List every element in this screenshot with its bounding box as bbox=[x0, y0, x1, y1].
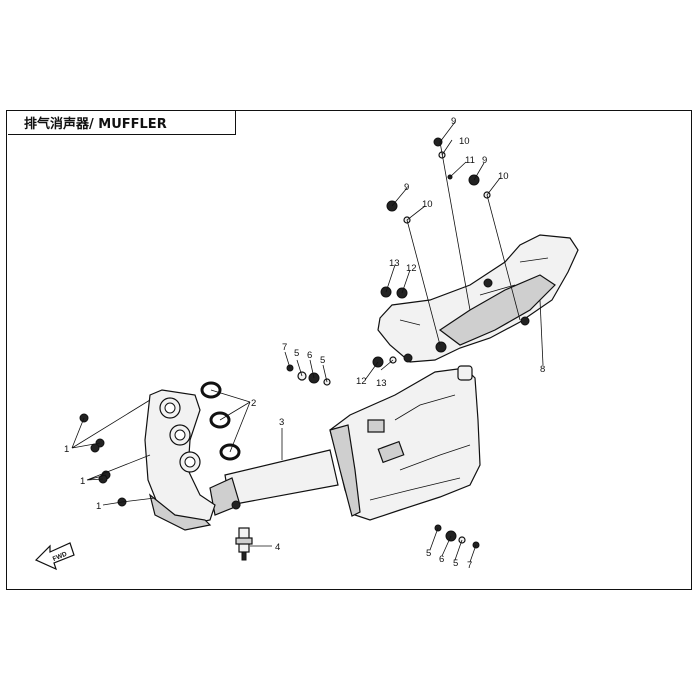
muffler-body bbox=[329, 365, 481, 521]
callout-3: 3 bbox=[279, 417, 284, 428]
callout-7-b: 7 bbox=[467, 560, 472, 571]
title-box: 排气消声器/ MUFFLER bbox=[8, 111, 236, 135]
callout-5-c: 5 bbox=[426, 548, 431, 559]
callout-1-b: 1 bbox=[80, 476, 85, 487]
callout-1-c: 1 bbox=[96, 501, 101, 512]
callout-8: 8 bbox=[540, 364, 545, 375]
callout-10-b: 10 bbox=[498, 171, 509, 182]
page-title: 排气消声器/ MUFFLER bbox=[24, 117, 167, 132]
callout-1-a: 1 bbox=[64, 444, 69, 455]
callout-12-b: 12 bbox=[356, 376, 367, 387]
fasteners bbox=[79, 137, 491, 549]
drawing-frame bbox=[6, 110, 692, 590]
callout-5-a: 5 bbox=[294, 348, 299, 359]
callout-10-a: 10 bbox=[459, 136, 470, 147]
callout-6-b: 6 bbox=[439, 554, 444, 565]
callout-9-b: 9 bbox=[482, 155, 487, 166]
callout-4: 4 bbox=[275, 542, 280, 553]
exhaust-manifold bbox=[144, 389, 216, 531]
fwd-arrow-icon: FWD bbox=[34, 542, 75, 571]
callout-13-b: 13 bbox=[376, 378, 387, 389]
callout-6-a: 6 bbox=[307, 350, 312, 361]
leader-lines bbox=[71, 121, 544, 563]
callout-2: 2 bbox=[251, 398, 256, 409]
callout-5-d: 5 bbox=[453, 558, 458, 569]
callout-labels: 1 1 1 2 3 4 7 5 6 5 5 6 5 7 8 9 9 9 10 1… bbox=[64, 116, 545, 571]
callout-13-a: 13 bbox=[389, 258, 400, 269]
callout-9-c: 9 bbox=[404, 182, 409, 193]
callout-9-a: 9 bbox=[451, 116, 456, 127]
callout-12-a: 12 bbox=[406, 263, 417, 274]
callout-10-c: 10 bbox=[422, 199, 433, 210]
callout-5-b: 5 bbox=[320, 355, 325, 366]
callout-11: 11 bbox=[465, 155, 475, 166]
oxygen-sensor bbox=[231, 500, 253, 561]
heat-shield-bracket bbox=[377, 234, 579, 363]
callout-7-a: 7 bbox=[282, 342, 287, 353]
gaskets bbox=[200, 381, 241, 461]
